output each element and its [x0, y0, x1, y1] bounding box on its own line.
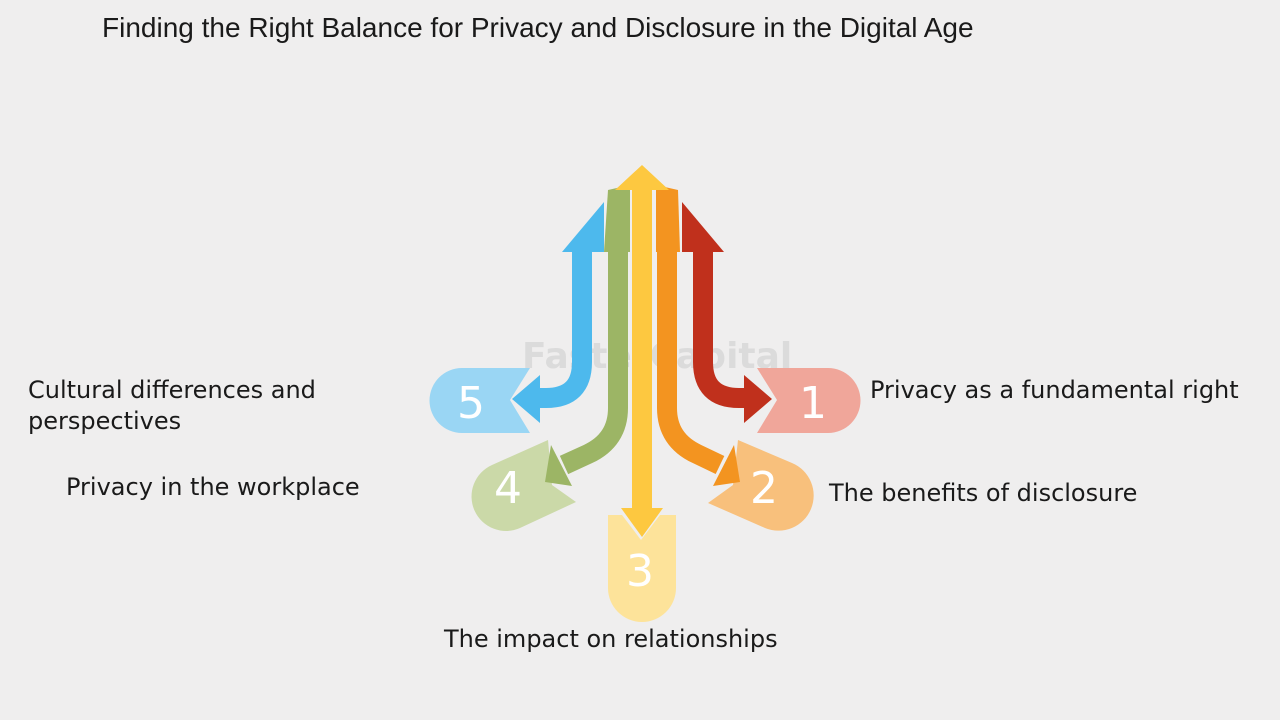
arrow-1-end-head — [744, 375, 772, 423]
arrow-4-top-head — [604, 185, 630, 252]
arrow-2-shaft — [657, 250, 725, 475]
arrow-4 — [545, 185, 630, 486]
arrow-1-shaft — [693, 250, 749, 408]
tag-3-number: 3 — [626, 546, 654, 597]
arrow-5-end-head — [512, 375, 540, 423]
arrow-4-shaft — [559, 250, 628, 475]
arrow-2 — [656, 185, 740, 486]
tag-5: 5 — [429, 368, 530, 433]
step-4-label: Privacy in the workplace — [66, 473, 360, 501]
tag-5-number: 5 — [457, 378, 485, 429]
tag-3: 3 — [608, 515, 676, 622]
arrow-5-shaft — [536, 250, 592, 408]
tag-4-number: 4 — [494, 463, 522, 514]
arrow-3-shaft — [632, 185, 652, 510]
tag-5-shape — [429, 368, 530, 433]
tag-4: 4 — [471, 440, 576, 531]
tag-2: 2 — [708, 440, 814, 531]
arrow-2-top-head — [656, 185, 680, 252]
arrow-3 — [621, 185, 663, 537]
step-2-label: The benefits of disclosure — [829, 479, 1138, 507]
arrow-3-head — [621, 508, 663, 537]
tag-1: 1 — [757, 368, 861, 433]
arrow-2-end-head — [713, 445, 740, 486]
tag-1-number: 1 — [799, 378, 827, 429]
tag-1-shape — [757, 368, 861, 433]
step-1-label: Privacy as a fundamental right — [870, 376, 1239, 404]
tag-2-shape — [708, 440, 814, 531]
diagram-title: Finding the Right Balance for Privacy an… — [102, 12, 974, 43]
center-arrow-head — [615, 165, 669, 190]
arrow-5 — [512, 202, 604, 423]
arrow-5-top-head — [562, 202, 604, 252]
arrow-1 — [682, 202, 772, 423]
step-3-label: The impact on relationships — [444, 625, 778, 653]
tag-2-number: 2 — [750, 463, 778, 514]
tag-4-shape — [471, 440, 576, 531]
arrow-4-end-head — [545, 445, 572, 486]
tag-3-shape — [608, 515, 676, 622]
step-5-label: Cultural differences and perspectives — [28, 376, 316, 435]
arrow-1-top-head — [682, 202, 724, 252]
